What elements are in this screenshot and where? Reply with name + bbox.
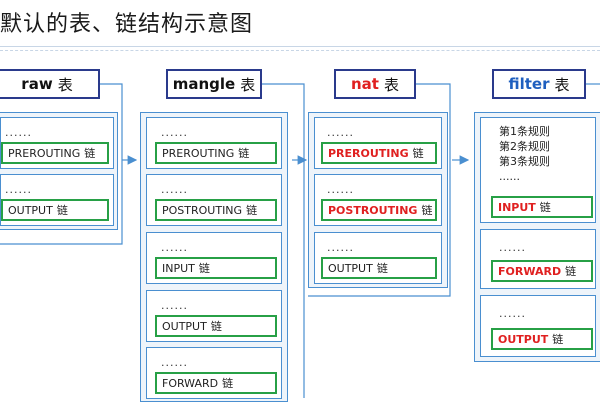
chain-rules-dots: ...... (327, 241, 354, 254)
chain-name: PREROUTING (162, 146, 235, 160)
rule-list: 第1条规则 第2条规则 第3条规则 ...... (499, 124, 550, 184)
chain-name: FORWARD (162, 376, 219, 390)
chain-name: OUTPUT (498, 332, 549, 346)
chain-card-mangle-input: ...... INPUT 链 (146, 232, 282, 284)
table-name-mangle: mangle (172, 75, 236, 93)
chain-card-mangle-output: ...... OUTPUT 链 (146, 290, 282, 342)
chain-suffix: 链 (421, 204, 433, 217)
chain-suffix: 链 (198, 262, 210, 275)
chain-box-raw-prerouting: PREROUTING 链 (1, 142, 109, 164)
chain-suffix: 链 (539, 201, 551, 214)
chain-card-raw-prerouting: ...... PREROUTING 链 (0, 117, 114, 169)
chain-name: POSTROUTING (328, 203, 418, 217)
table-suffix-nat: 表 (383, 75, 399, 94)
chain-suffix: 链 (238, 147, 250, 160)
connector-nat (308, 83, 451, 297)
chain-name: INPUT (498, 200, 536, 214)
chain-card-mangle-postrouting: ...... POSTROUTING 链 (146, 174, 282, 226)
chain-name: FORWARD (498, 264, 562, 278)
connector-mangle (262, 83, 305, 398)
chain-name: INPUT (162, 261, 195, 275)
chain-box-mangle-input: INPUT 链 (155, 257, 277, 279)
chain-rules-dots: ...... (327, 183, 354, 196)
chain-name: OUTPUT (8, 203, 53, 217)
chain-box-filter-input: INPUT 链 (491, 196, 593, 218)
chain-suffix: 链 (376, 262, 388, 275)
table-name-filter: filter (508, 75, 550, 93)
chain-card-filter-input: 第1条规则 第2条规则 第3条规则 ...... INPUT 链 (480, 117, 596, 223)
chain-card-filter-forward: ...... FORWARD 链 (480, 229, 596, 289)
chain-rules-dots: ...... (5, 126, 32, 139)
chain-box-raw-output: OUTPUT 链 (1, 199, 109, 221)
table-header-mangle: mangle 表 (166, 69, 262, 99)
chain-rules-dots: ...... (161, 126, 188, 139)
chain-box-filter-output: OUTPUT 链 (491, 328, 593, 350)
rule-item-dots: ...... (499, 170, 520, 183)
chain-box-mangle-prerouting: PREROUTING 链 (155, 142, 277, 164)
chain-card-mangle-forward: ...... FORWARD 链 (146, 347, 282, 399)
chain-box-mangle-postrouting: POSTROUTING 链 (155, 199, 277, 221)
title-divider (0, 46, 600, 47)
table-header-nat: nat 表 (334, 69, 416, 99)
chain-name: PREROUTING (328, 146, 409, 160)
table-header-filter: filter 表 (492, 69, 586, 99)
chain-suffix: 链 (412, 147, 424, 160)
rule-item-1: 第1条规则 (499, 125, 550, 138)
chain-rules-dots: ...... (161, 356, 188, 369)
chain-suffix: 链 (552, 333, 564, 346)
chain-box-filter-forward: FORWARD 链 (491, 260, 593, 282)
chain-card-raw-output: ...... OUTPUT 链 (0, 174, 114, 226)
chain-suffix: 链 (222, 377, 234, 390)
chain-suffix: 链 (246, 204, 258, 217)
chain-box-mangle-output: OUTPUT 链 (155, 315, 277, 337)
chain-name: PREROUTING (8, 146, 81, 160)
chain-suffix: 链 (56, 204, 68, 217)
chain-box-nat-output: OUTPUT 链 (321, 257, 437, 279)
chain-name: OUTPUT (328, 261, 373, 275)
chain-suffix: 链 (210, 320, 222, 333)
rule-item-3: 第3条规则 (499, 155, 550, 168)
page-title: 默认的表、链结构示意图 (0, 12, 254, 37)
chain-suffix: 链 (84, 147, 96, 160)
chain-name: POSTROUTING (162, 203, 243, 217)
table-suffix-raw: 表 (57, 75, 73, 94)
rule-item-2: 第2条规则 (499, 140, 550, 153)
title-divider-dashed (0, 50, 600, 51)
chain-rules-dots: ...... (161, 183, 188, 196)
connector-raw (0, 83, 123, 245)
table-name-raw: raw (21, 75, 53, 93)
chain-rules-dots: ...... (327, 126, 354, 139)
chain-card-filter-output: ...... OUTPUT 链 (480, 295, 596, 357)
table-name-nat: nat (351, 75, 379, 93)
chain-rules-dots: ...... (5, 183, 32, 196)
table-suffix-mangle: 表 (240, 75, 256, 94)
chain-card-mangle-prerouting: ...... PREROUTING 链 (146, 117, 282, 169)
chain-name: OUTPUT (162, 319, 207, 333)
chain-box-mangle-forward: FORWARD 链 (155, 372, 277, 394)
chain-card-nat-output: ...... OUTPUT 链 (314, 232, 442, 284)
chain-card-nat-prerouting: ...... PREROUTING 链 (314, 117, 442, 169)
chain-box-nat-postrouting: POSTROUTING 链 (321, 199, 437, 221)
table-suffix-filter: 表 (554, 75, 570, 94)
chain-suffix: 链 (565, 265, 577, 278)
chain-box-nat-prerouting: PREROUTING 链 (321, 142, 437, 164)
chain-card-nat-postrouting: ...... POSTROUTING 链 (314, 174, 442, 226)
chain-rules-dots: ...... (499, 241, 526, 254)
chain-rules-dots: ...... (161, 299, 188, 312)
table-header-raw: raw 表 (0, 69, 100, 99)
chain-rules-dots: ...... (499, 307, 526, 320)
chain-rules-dots: ...... (161, 241, 188, 254)
